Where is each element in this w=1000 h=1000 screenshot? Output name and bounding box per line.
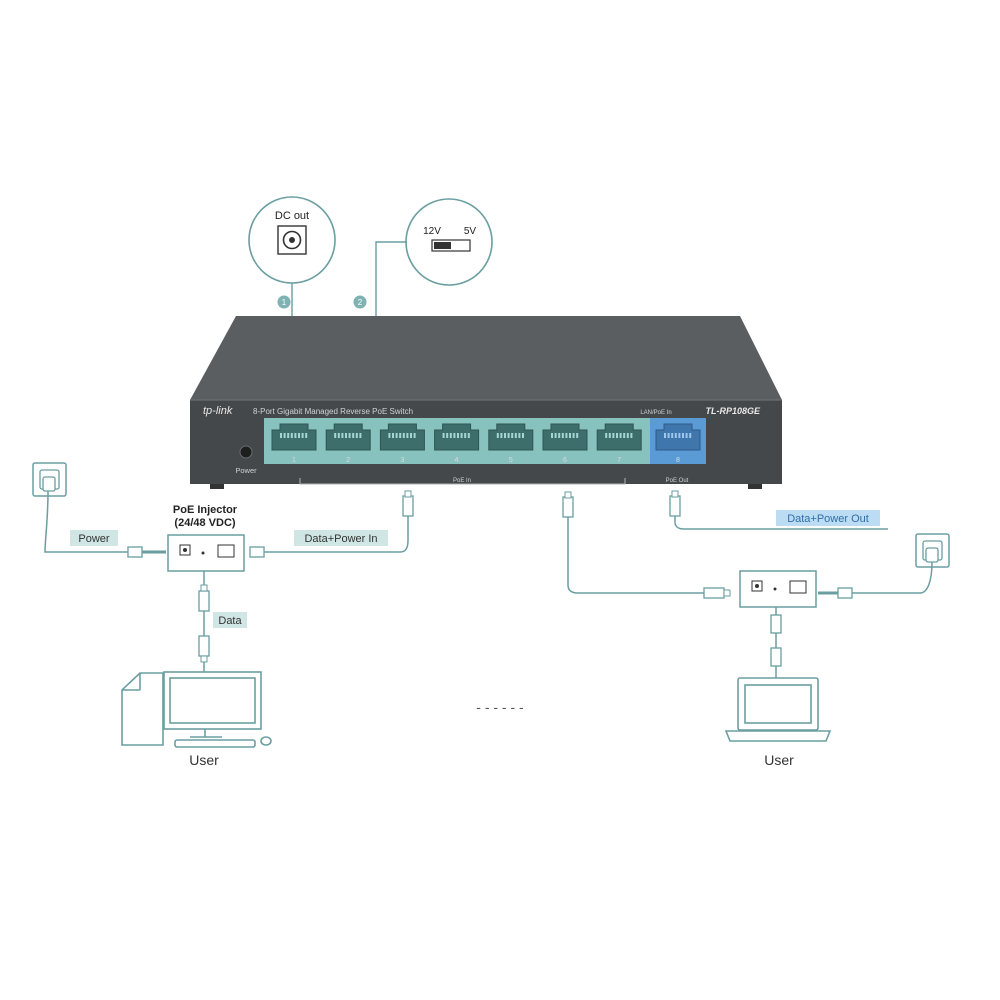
right-data-plug-top-icon: [770, 614, 782, 634]
switch-model: TL-RP108GE: [705, 406, 761, 416]
data-plug-bottom-icon: [198, 635, 210, 663]
port-number-1: 1: [292, 457, 296, 464]
laptop-icon: [724, 677, 832, 742]
ethernet-plug-icon: [249, 546, 265, 558]
right-data-plug-bottom-icon: [770, 647, 782, 667]
poe-injector-icon: [167, 534, 245, 572]
injector-title: PoE Injector: [173, 504, 238, 516]
dc-plug-icon: [127, 546, 166, 558]
more-devices-ellipsis: - - - - - -: [476, 699, 524, 715]
ethernet-port-6: 6: [542, 423, 588, 464]
ethernet-port-5: 5: [488, 423, 534, 464]
injector-input-plug-icon: [703, 587, 731, 599]
wall-outlet-icon: [32, 462, 67, 497]
left-user-label: User: [189, 752, 219, 768]
power-led-label: Power: [235, 466, 257, 475]
ethernet-port-2: 2: [325, 423, 371, 464]
switch-description: 8-Port Gigabit Managed Reverse PoE Switc…: [253, 407, 413, 416]
desktop-computer-icon: [121, 671, 272, 748]
ethernet-port-4: 4: [434, 423, 480, 464]
injector-voltage: (24/48 VDC): [174, 517, 235, 529]
callout-12v-label: 12V: [423, 226, 441, 237]
ethernet-port-8: 8: [655, 423, 701, 464]
right-dc-plug-icon: [818, 587, 853, 599]
data-plug-top-icon: [198, 584, 210, 612]
switch-top: [190, 316, 782, 400]
ethernet-connector-to-switch-icon: [402, 490, 414, 517]
data-power-out-tag: [776, 510, 880, 526]
data-label-tag: [213, 612, 247, 628]
callout-2-badge: [353, 295, 367, 309]
port-number-2: 2: [346, 457, 350, 464]
ethernet-port-1: 1: [271, 423, 317, 464]
port-number-3: 3: [400, 457, 404, 464]
power-label: Power: [78, 533, 110, 545]
callout-1-number: 1: [282, 298, 287, 307]
dc-out-jack-icon: [277, 225, 307, 255]
callout-5v-label: 5V: [464, 226, 477, 237]
right-wall-outlet-icon: [915, 533, 950, 568]
ethernet-port-3: 3: [379, 423, 425, 464]
port-number-8: 8: [676, 457, 680, 464]
port-number-5: 5: [509, 457, 513, 464]
data-label: Data: [218, 615, 242, 627]
port8-plug-icon: [669, 490, 681, 517]
voltage-selector-switch-icon: [431, 239, 471, 252]
port-number-6: 6: [563, 457, 567, 464]
callout-2-number: 2: [358, 298, 363, 307]
poe-in-bracket-label: PoE In: [453, 478, 471, 484]
right-connection: Data+Power Out: [562, 490, 950, 768]
callout-1-badge: [277, 295, 291, 309]
poe-switch: tp-link 8-Port Gigabit Managed Reverse P…: [190, 316, 782, 489]
data-power-in-label: Data+Power In: [304, 533, 377, 545]
callout-dc-out-label: DC out: [275, 210, 309, 222]
left-connection: Power PoE Injector (24/48 VDC) Data+Powe…: [32, 462, 414, 768]
power-label-tag: [70, 530, 118, 546]
ethernet-port-7: 7: [596, 423, 642, 464]
callout-dc-out: DC out 1: [248, 196, 336, 318]
switch-brand-logo: tp-link: [203, 405, 233, 417]
callout-voltage-switch: 12V 5V 2: [353, 198, 493, 318]
poe-out-bracket-label: PoE Out: [666, 478, 689, 484]
switch-lan-label: LAN/PoE In: [640, 410, 671, 416]
data-power-out-label: Data+Power Out: [787, 513, 869, 525]
right-poe-injector-icon: [739, 570, 817, 608]
port-number-7: 7: [617, 457, 621, 464]
right-user-label: User: [764, 752, 794, 768]
data-power-in-tag: [294, 530, 388, 546]
port-number-4: 4: [455, 457, 459, 464]
port-group: 1 2 3 4 5 6 7 8: [271, 423, 701, 464]
port6-plug-icon: [562, 491, 574, 518]
power-led: [239, 445, 253, 459]
